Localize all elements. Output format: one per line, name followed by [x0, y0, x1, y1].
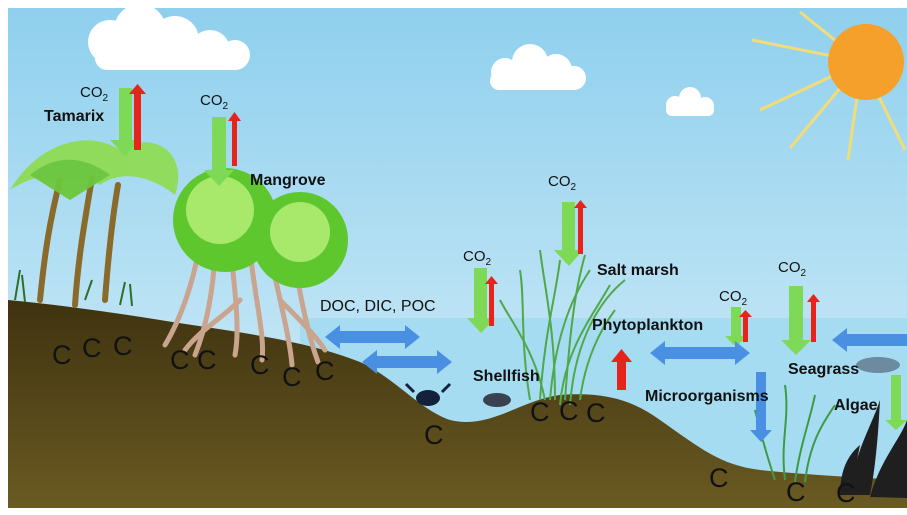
seagrass	[754, 384, 836, 483]
shellfish-label: Shellfish	[473, 368, 540, 385]
carbon-symbol: C	[709, 463, 729, 493]
cloud-icon	[490, 44, 586, 90]
tamarix-foliage	[10, 140, 179, 200]
crab-icon	[404, 382, 452, 406]
carbon-symbol: C	[113, 331, 133, 361]
carbon-symbol: C	[82, 333, 102, 363]
shellfish-icon	[483, 393, 511, 407]
co2-label: CO2	[719, 288, 748, 308]
sediment	[8, 300, 907, 508]
seagrass-label: Seagrass	[788, 361, 860, 378]
mangrove-canopy	[173, 168, 348, 288]
fish-icon	[856, 357, 900, 373]
co2-label: CO2	[463, 248, 492, 268]
carbon-symbol: C	[530, 397, 550, 427]
algae-label: Algae	[834, 397, 878, 414]
carbon-symbol: C	[586, 398, 606, 428]
mangrove-label: Mangrove	[250, 172, 326, 189]
phytoplankton-label: Phytoplankton	[592, 317, 704, 334]
salt-marsh-grass	[499, 249, 626, 406]
exchange-arrows	[325, 325, 907, 442]
carbon-symbol: C	[52, 340, 72, 370]
microorganisms-label: Microorganisms	[645, 388, 769, 405]
carbon-symbol: C	[786, 477, 806, 507]
carbon-symbol: C	[250, 350, 270, 380]
carbon-symbol: C	[559, 396, 579, 426]
sun-icon	[751, 10, 907, 161]
co2-label: CO2	[548, 173, 577, 193]
carbon-symbol: C	[282, 362, 302, 392]
cloud-icon	[88, 4, 250, 70]
cloud-icon	[666, 87, 714, 116]
carbon-symbol: C	[197, 345, 217, 375]
algae	[840, 400, 907, 498]
co2-label: CO2	[80, 84, 109, 104]
tamarix-label: Tamarix	[44, 108, 105, 125]
co2-label: CO2	[778, 259, 807, 279]
carbon-symbol: C	[170, 345, 190, 375]
carbon-symbol: C	[836, 478, 856, 508]
co2-release-arrows	[129, 84, 820, 390]
doc-dic-poc-label: DOC, DIC, POC	[320, 298, 436, 315]
carbon-symbol: C	[315, 356, 335, 386]
co2-label: CO2	[200, 92, 229, 112]
co2-uptake-arrows	[110, 88, 907, 430]
carbon-symbol: C	[424, 420, 444, 450]
salt-marsh-label: Salt marsh	[597, 262, 679, 279]
grass-tuft	[14, 269, 133, 307]
tamarix-trees	[37, 175, 121, 308]
